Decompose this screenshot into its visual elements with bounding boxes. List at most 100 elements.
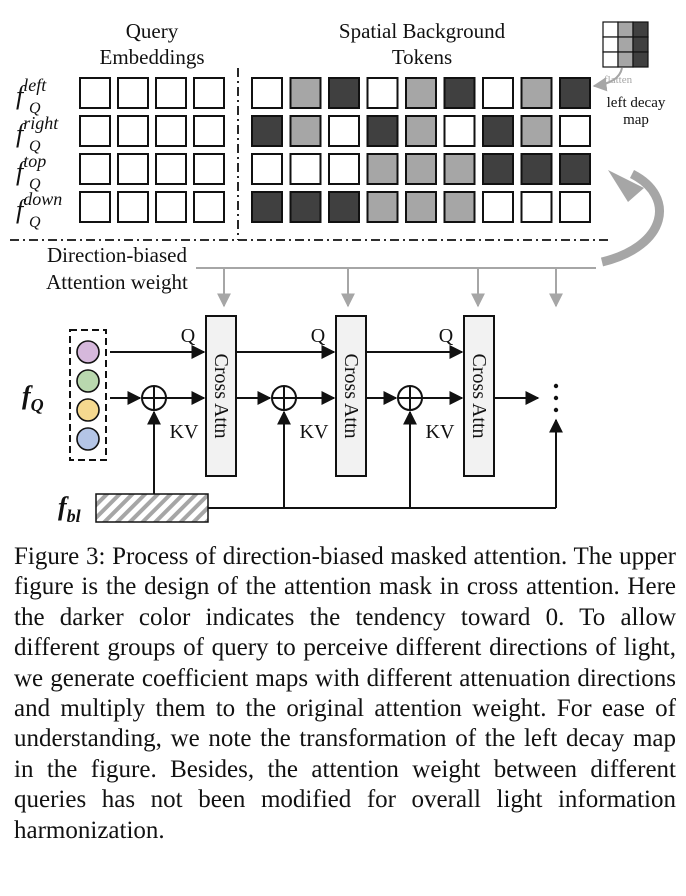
decay-map-label-line2: map — [623, 112, 649, 128]
mask-cell-white — [482, 191, 514, 223]
cross-attn-label: Cross Attn — [210, 353, 232, 438]
mask-cell-white — [366, 77, 399, 109]
row-label-sup: left — [23, 75, 47, 95]
cross-attn-box — [463, 315, 495, 477]
query-cell — [155, 115, 187, 147]
mask-cell-light — [520, 115, 553, 147]
query-cell — [193, 191, 225, 223]
f-bl-hatched-bar — [95, 493, 209, 523]
query-cell — [117, 77, 149, 109]
query-group-box — [69, 329, 107, 461]
curved-return-arrow — [600, 169, 664, 267]
query-cell — [79, 115, 111, 147]
mask-cell-light — [405, 153, 437, 185]
decay-cell-light — [617, 51, 634, 68]
mask-cell-light — [289, 115, 322, 147]
kv-label: KV — [170, 421, 199, 443]
mask-cell-white — [559, 115, 591, 147]
attention-weight-drops — [217, 268, 563, 308]
f-bl-label: fbl — [58, 492, 81, 526]
mask-cell-light — [289, 77, 322, 109]
continuation-dot — [553, 407, 559, 413]
query-cell — [193, 153, 225, 185]
mask-cell-light — [366, 191, 399, 223]
mask-cell-dark — [520, 153, 553, 185]
mask-cell-white — [328, 115, 360, 147]
mask-cell-light — [443, 191, 476, 223]
decay-map-label-line1: left decay — [607, 95, 666, 111]
mask-cell-dark — [251, 115, 283, 147]
flatten-label: flatten — [604, 74, 633, 86]
query-cell — [193, 115, 225, 147]
query-embeddings-title-line1: Query — [126, 19, 179, 43]
attention-weight-label-line1: Direction-biased — [47, 243, 187, 267]
decay-cell-dark — [632, 51, 649, 68]
query-balls — [76, 340, 100, 451]
f-bl-base: f — [58, 492, 69, 521]
query-cell — [117, 191, 149, 223]
row-label-sup: down — [23, 189, 62, 209]
query-ball — [76, 427, 100, 451]
kv-label: KV — [426, 421, 455, 443]
mask-cell-dark — [482, 153, 514, 185]
attention-weight-label-line2: Attention weight — [46, 270, 188, 294]
q-label: Q — [181, 325, 196, 347]
mask-cell-white — [328, 153, 360, 185]
mask-cell-dark — [251, 191, 283, 223]
query-ball — [76, 398, 100, 422]
row-label-sub: Q — [29, 176, 41, 193]
decay-cell-white — [602, 36, 619, 53]
query-embedding-grid — [79, 77, 225, 223]
mask-cell-white — [443, 115, 476, 147]
query-cell — [117, 153, 149, 185]
cross-attn-label: Cross Attn — [468, 353, 490, 438]
row-label-sup: right — [23, 113, 59, 133]
row-label-sub: Q — [29, 138, 41, 155]
cross-attn-label: Cross Attn — [340, 353, 362, 438]
continuation-dot — [553, 395, 559, 401]
decay-cell-dark — [632, 21, 649, 38]
row-label-sub: Q — [29, 214, 41, 231]
spatial-token-mask-grid — [251, 77, 591, 223]
cross-attention-stages: Cross Attn Q KV Cross Attn Q KV Cross Attn Q KV — [110, 315, 563, 508]
query-embeddings-title-line2: Embeddings — [100, 45, 205, 69]
mask-cell-dark — [559, 153, 591, 185]
query-cell — [79, 191, 111, 223]
decay-cell-white — [602, 51, 619, 68]
mask-cell-dark — [328, 77, 360, 109]
query-cell — [193, 77, 225, 109]
mask-cell-dark — [328, 191, 360, 223]
mask-cell-dark — [482, 115, 514, 147]
query-ball — [76, 369, 100, 393]
attention-diagram: Query Embeddings Spatial Background Toke… — [10, 19, 666, 526]
spatial-tokens-title-line2: Tokens — [392, 45, 452, 69]
row-label-sup: top — [23, 151, 46, 171]
mask-cell-white — [482, 77, 514, 109]
query-cell — [155, 191, 187, 223]
mask-cell-light — [520, 77, 553, 109]
mask-cell-dark — [443, 77, 476, 109]
query-cell — [155, 77, 187, 109]
query-cell — [79, 153, 111, 185]
mask-cell-white — [559, 191, 591, 223]
mask-cell-light — [443, 153, 476, 185]
kv-label: KV — [300, 421, 329, 443]
q-label: Q — [311, 325, 326, 347]
row-label-base: f — [16, 195, 27, 224]
flatten-arrow — [592, 67, 623, 92]
cross-attn-box — [205, 315, 237, 477]
mask-cell-white — [520, 191, 553, 223]
curved-return-arrow-head — [608, 170, 644, 202]
query-cell — [79, 77, 111, 109]
figure-caption: Figure 3: Process of direction-biased ma… — [14, 543, 676, 844]
mask-cell-white — [289, 153, 322, 185]
mask-cell-light — [366, 153, 399, 185]
mask-cell-dark — [559, 77, 591, 109]
q-label: Q — [439, 325, 454, 347]
decay-cell-white — [602, 21, 619, 38]
